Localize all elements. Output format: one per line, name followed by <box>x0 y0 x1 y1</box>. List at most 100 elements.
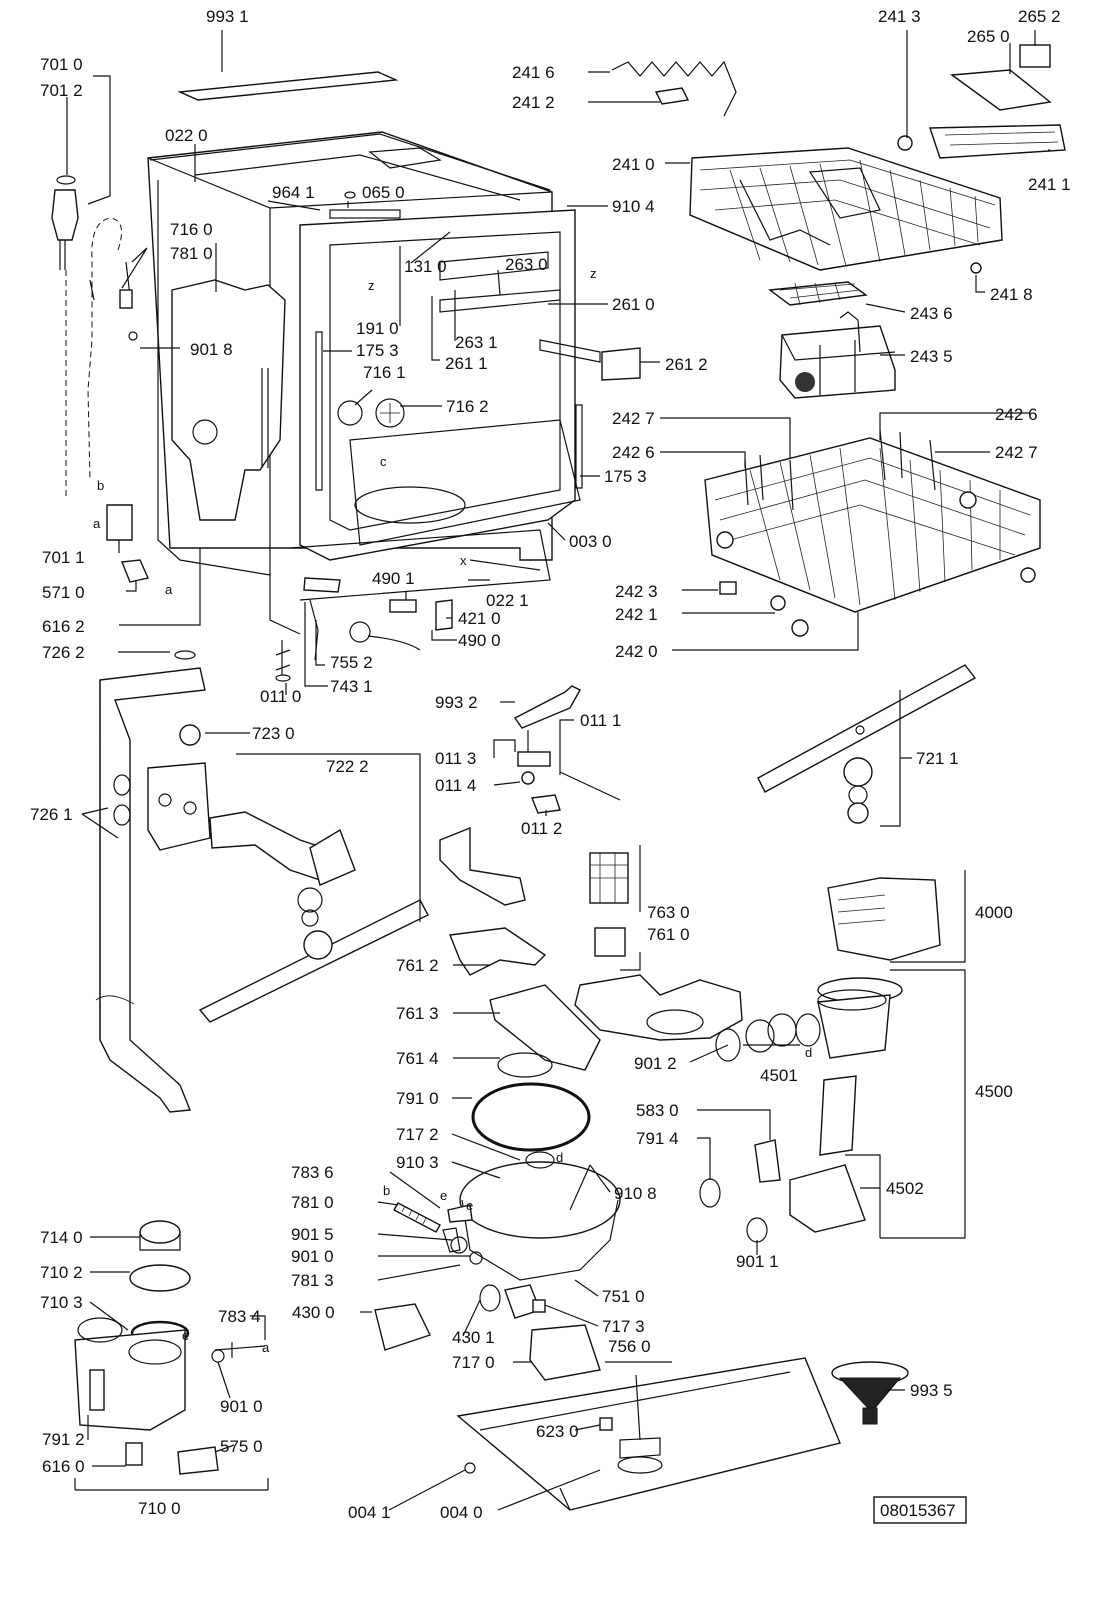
label-993-1: 993 1 <box>206 7 249 26</box>
label-783-6: 783 6 <box>291 1163 334 1182</box>
label-004-0: 004 0 <box>440 1503 483 1522</box>
label-571-0: 571 0 <box>42 583 85 602</box>
label-4502: 4502 <box>886 1179 924 1198</box>
label-241-3: 241 3 <box>878 7 921 26</box>
label-791-4: 791 4 <box>636 1129 679 1148</box>
label-723-0: 723 0 <box>252 724 295 743</box>
label-4000: 4000 <box>975 903 1013 922</box>
label-710-2: 710 2 <box>40 1263 83 1282</box>
label-761-3: 761 3 <box>396 1004 439 1023</box>
label-242-0: 242 0 <box>615 642 658 661</box>
label-175-3-right: 175 3 <box>604 467 647 486</box>
sump-basin-drawing <box>374 1082 621 1381</box>
part-labels: 993 1 701 0 701 2 022 0 964 1 065 0 910 … <box>30 7 1071 1522</box>
label-242-6-right: 242 6 <box>995 405 1038 424</box>
label-022-0: 022 0 <box>165 126 208 145</box>
label-717-2: 717 2 <box>396 1125 439 1144</box>
label-993-5: 993 5 <box>910 1381 953 1400</box>
label-003-0: 003 0 <box>569 532 612 551</box>
lower-spray-arm-drawing <box>147 724 429 1023</box>
label-716-2: 716 2 <box>446 397 489 416</box>
label-616-2: 616 2 <box>42 617 85 636</box>
label-421-0: 421 0 <box>458 609 501 628</box>
label-011-3: 011 3 <box>435 749 476 768</box>
label-716-0: 716 0 <box>170 220 213 239</box>
label-791-0: 791 0 <box>396 1089 439 1108</box>
label-781-0-bottom: 781 0 <box>291 1193 334 1212</box>
letter-x: x <box>460 553 467 568</box>
label-265-2: 265 2 <box>1018 7 1061 26</box>
label-910-3: 910 3 <box>396 1153 439 1172</box>
label-241-1: 241 1 <box>1028 175 1071 194</box>
upper-spray-arm-drawing <box>757 664 977 824</box>
label-901-2: 901 2 <box>634 1054 677 1073</box>
letter-d-sump: d <box>556 1150 563 1165</box>
letter-z-right: z <box>590 266 597 281</box>
label-623-0: 623 0 <box>536 1422 579 1441</box>
label-011-1: 011 1 <box>580 711 621 730</box>
letter-e-softener: e <box>182 1328 189 1343</box>
label-242-1: 242 1 <box>615 605 658 624</box>
letter-a-bottom: a <box>165 582 173 597</box>
letter-e-hose: e <box>440 1188 447 1203</box>
label-783-4: 783 4 <box>218 1307 261 1326</box>
label-490-0: 490 0 <box>458 631 501 650</box>
label-910-8: 910 8 <box>614 1184 657 1203</box>
label-242-7-right: 242 7 <box>995 443 1038 462</box>
label-004-1: 004 1 <box>348 1503 391 1522</box>
label-701-0: 701 0 <box>40 55 83 74</box>
label-791-2: 791 2 <box>42 1430 85 1449</box>
label-726-2: 726 2 <box>42 643 85 662</box>
leader-lines <box>66 30 1050 1511</box>
label-243-6: 243 6 <box>910 304 953 323</box>
water-softener-drawing <box>74 1220 266 1475</box>
label-583-0: 583 0 <box>636 1101 679 1120</box>
label-701-2: 701 2 <box>40 81 83 100</box>
label-714-0: 714 0 <box>40 1228 83 1247</box>
label-901-1: 901 1 <box>736 1252 779 1271</box>
drawing-reference: 08015367 <box>873 1496 967 1524</box>
label-722-2: 722 2 <box>326 757 369 776</box>
letter-e-sump: e <box>466 1198 473 1213</box>
letter-c: c <box>380 454 387 469</box>
label-261-1: 261 1 <box>445 354 488 373</box>
label-242-6-left: 242 6 <box>612 443 655 462</box>
label-242-3: 242 3 <box>615 582 658 601</box>
label-242-7-left: 242 7 <box>612 409 655 428</box>
label-490-1: 490 1 <box>372 569 415 588</box>
label-241-2: 241 2 <box>512 93 555 112</box>
label-022-1: 022 1 <box>486 591 529 610</box>
label-993-2: 993 2 <box>435 693 478 712</box>
label-175-3-left: 175 3 <box>356 341 399 360</box>
label-261-2: 261 2 <box>665 355 708 374</box>
electrical-parts-drawing <box>275 577 453 682</box>
label-710-0: 710 0 <box>138 1499 181 1518</box>
label-065-0: 065 0 <box>362 183 405 202</box>
label-761-2: 761 2 <box>396 956 439 975</box>
label-761-4: 761 4 <box>396 1049 439 1068</box>
letter-d-pump: d <box>805 1045 812 1060</box>
cabinet-tub-drawing <box>147 71 641 635</box>
label-755-2: 755 2 <box>330 653 373 672</box>
drawing-reference-number: 08015367 <box>880 1501 956 1520</box>
letter-b-valve: b <box>97 478 104 493</box>
label-716-1: 716 1 <box>363 363 406 382</box>
label-241-0: 241 0 <box>612 155 655 174</box>
label-763-0: 763 0 <box>647 903 690 922</box>
label-011-4: 011 4 <box>435 776 476 795</box>
label-910-4: 910 4 <box>612 197 655 216</box>
label-781-0-top: 781 0 <box>170 244 213 263</box>
label-964-1: 964 1 <box>272 183 315 202</box>
label-901-0-right: 901 0 <box>220 1397 263 1416</box>
label-781-3: 781 3 <box>291 1271 334 1290</box>
lower-basket-drawing <box>704 429 1041 637</box>
funnel-drawing <box>831 1361 909 1425</box>
label-575-0: 575 0 <box>220 1437 263 1456</box>
label-726-1: 726 1 <box>30 805 73 824</box>
label-701-1: 701 1 <box>42 548 85 567</box>
label-430-0: 430 0 <box>292 1303 335 1322</box>
upper-basket-drawing <box>611 44 1066 274</box>
label-430-1: 430 1 <box>452 1328 495 1347</box>
